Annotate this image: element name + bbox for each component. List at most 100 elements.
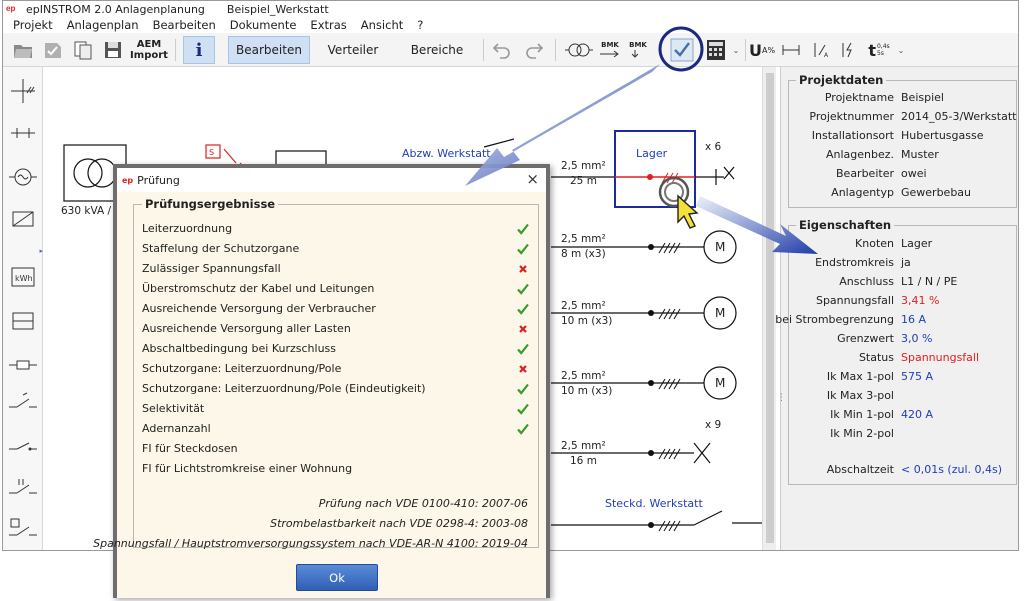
ua-label: U — [748, 40, 762, 60]
motor-label-3: M — [715, 376, 726, 390]
prop-key: bei Strombegrenzung — [775, 313, 894, 326]
transformer-tool-button[interactable] — [563, 36, 595, 64]
close-icon[interactable]: × — [526, 170, 539, 188]
eigenschaften-row: Ik Max 3-pol — [789, 388, 1016, 404]
tab-verteiler[interactable]: Verteiler — [327, 43, 379, 57]
toolbar-overflow-icon[interactable]: ⌄ — [732, 45, 740, 55]
current-icon: A — [814, 43, 829, 59]
app-logo-icon: ep — [6, 4, 16, 13]
check-icon — [517, 243, 529, 255]
menu-anlagenplan[interactable]: Anlagenplan — [66, 18, 139, 32]
aem-label: AEM — [136, 39, 162, 50]
result-label: Schutzorgane: Leiterzuordnung/Pole (Eind… — [142, 382, 426, 395]
calculator-button[interactable] — [703, 36, 729, 64]
tool-meter[interactable]: kWh — [7, 261, 39, 293]
motor-label-2: M — [715, 306, 726, 320]
panel-resize-grip[interactable]: ⋮ — [777, 393, 786, 403]
menu-dokumente[interactable]: Dokumente — [229, 18, 297, 32]
ok-button[interactable]: Ok — [296, 564, 378, 591]
result-label: Schutzorgane: Leiterzuordnung/Pole — [142, 362, 342, 375]
kwh-meter-icon: kWh — [11, 267, 35, 287]
result-label: FI für Steckdosen — [142, 442, 238, 455]
bmk-tool-button-1[interactable]: BMK — [597, 36, 623, 64]
cable-section-2: 2,5 mm² — [561, 233, 606, 245]
aem-import-button[interactable]: AEM Import — [129, 36, 169, 64]
canvas-vertical-scrollbar[interactable] — [762, 67, 776, 550]
copy-button[interactable] — [69, 36, 97, 64]
prop-value: 420 A — [901, 408, 934, 421]
tool-generator[interactable] — [7, 161, 39, 193]
motor-label-1: M — [715, 240, 726, 254]
result-label: Ausreichende Versorgung der Verbraucher — [142, 302, 376, 315]
menu-ansicht[interactable]: Ansicht — [360, 18, 404, 32]
transformer-label: 630 kVA / T — [61, 205, 121, 217]
cable-section-3: 2,5 mm² — [561, 300, 606, 312]
result-label: Zulässiger Spannungsfall — [142, 262, 281, 275]
current-tool-button[interactable]: A — [809, 36, 833, 64]
vde-0100-note: Prüfung nach VDE 0100-410: 2007-06 — [318, 497, 528, 510]
toolbar: AEM Import i Bearbeiten Verteiler Bereic… — [3, 33, 1018, 67]
tool-selected-marker[interactable]: ▸ — [39, 247, 43, 255]
menu-bearbeiten[interactable]: Bearbeiten — [152, 18, 216, 32]
bmk-tool-button-2[interactable]: BMK — [625, 36, 651, 64]
fuse-icon — [9, 360, 37, 370]
tool-fuse[interactable] — [7, 349, 39, 381]
import-label: Import — [130, 50, 168, 61]
pruefung-result-row: Überstromschutz der Kabel und Leitungen — [142, 279, 530, 299]
prop-key: Ik Max 1-pol — [826, 370, 894, 383]
pruefung-button[interactable] — [666, 36, 698, 64]
menu-help[interactable]: ? — [417, 18, 424, 32]
bmk-arrow-icon — [600, 50, 619, 58]
pruefung-result-row: FI für Steckdosen — [142, 439, 530, 459]
save-button[interactable] — [99, 36, 127, 64]
tool-disconnector[interactable] — [7, 429, 39, 461]
redo-icon — [526, 43, 544, 59]
short-circuit-tool-button[interactable] — [837, 36, 861, 64]
tool-distribution[interactable] — [7, 305, 39, 337]
check-icon — [517, 223, 529, 235]
tripping-time-tool-button[interactable]: t 0,4s 5s — [865, 36, 893, 64]
result-label: FI für Lichtstromkreise einer Wohnung — [142, 462, 353, 475]
prop-value: Muster — [901, 148, 939, 161]
copy-icon — [74, 41, 92, 60]
menu-projekt[interactable]: Projekt — [13, 18, 53, 32]
steckd-werkstatt-label: Steckd. Werkstatt — [605, 497, 703, 510]
tool-switch[interactable] — [7, 385, 39, 417]
pruefung-result-row: Ausreichende Versorgung der Verbraucher — [142, 299, 530, 319]
undo-icon — [492, 43, 510, 59]
cross-icon — [519, 265, 527, 273]
pruefungsergebnisse-legend: Prüfungsergebnisse — [142, 197, 279, 211]
redo-button[interactable] — [521, 36, 547, 64]
eigenschaften-row: Ik Min 2-pol — [789, 426, 1016, 442]
tool-breaker[interactable] — [7, 471, 39, 503]
undo-button[interactable] — [489, 36, 515, 64]
check-icon — [517, 383, 529, 395]
info-button[interactable]: i — [183, 36, 215, 64]
result-label: Staffelung der Schutzorgane — [142, 242, 300, 255]
new-project-button[interactable] — [9, 36, 37, 64]
dimension-tool-button[interactable] — [779, 36, 803, 64]
prop-value: 3,0 % — [901, 332, 933, 345]
toolbar-overflow-icon-2[interactable]: ⌄ — [897, 45, 905, 55]
tool-junction[interactable] — [7, 117, 39, 149]
tool-cable-branch[interactable] — [7, 75, 39, 107]
scrollbar-thumb[interactable] — [766, 73, 774, 543]
cable-length-3: 10 m (x3) — [561, 315, 613, 327]
menu-extras[interactable]: Extras — [310, 18, 347, 32]
tab-bearbeiten[interactable]: Bearbeiten — [228, 36, 310, 64]
open-project-button[interactable] — [39, 36, 67, 64]
tool-transformer[interactable] — [7, 203, 39, 235]
tab-bereiche[interactable]: Bereiche — [410, 43, 464, 57]
result-label: Ausreichende Versorgung aller Lasten — [142, 322, 351, 335]
pruefung-result-row: Selektivität — [142, 399, 530, 419]
tool-rcd[interactable] — [7, 513, 39, 545]
prop-key: Anschluss — [839, 275, 894, 288]
